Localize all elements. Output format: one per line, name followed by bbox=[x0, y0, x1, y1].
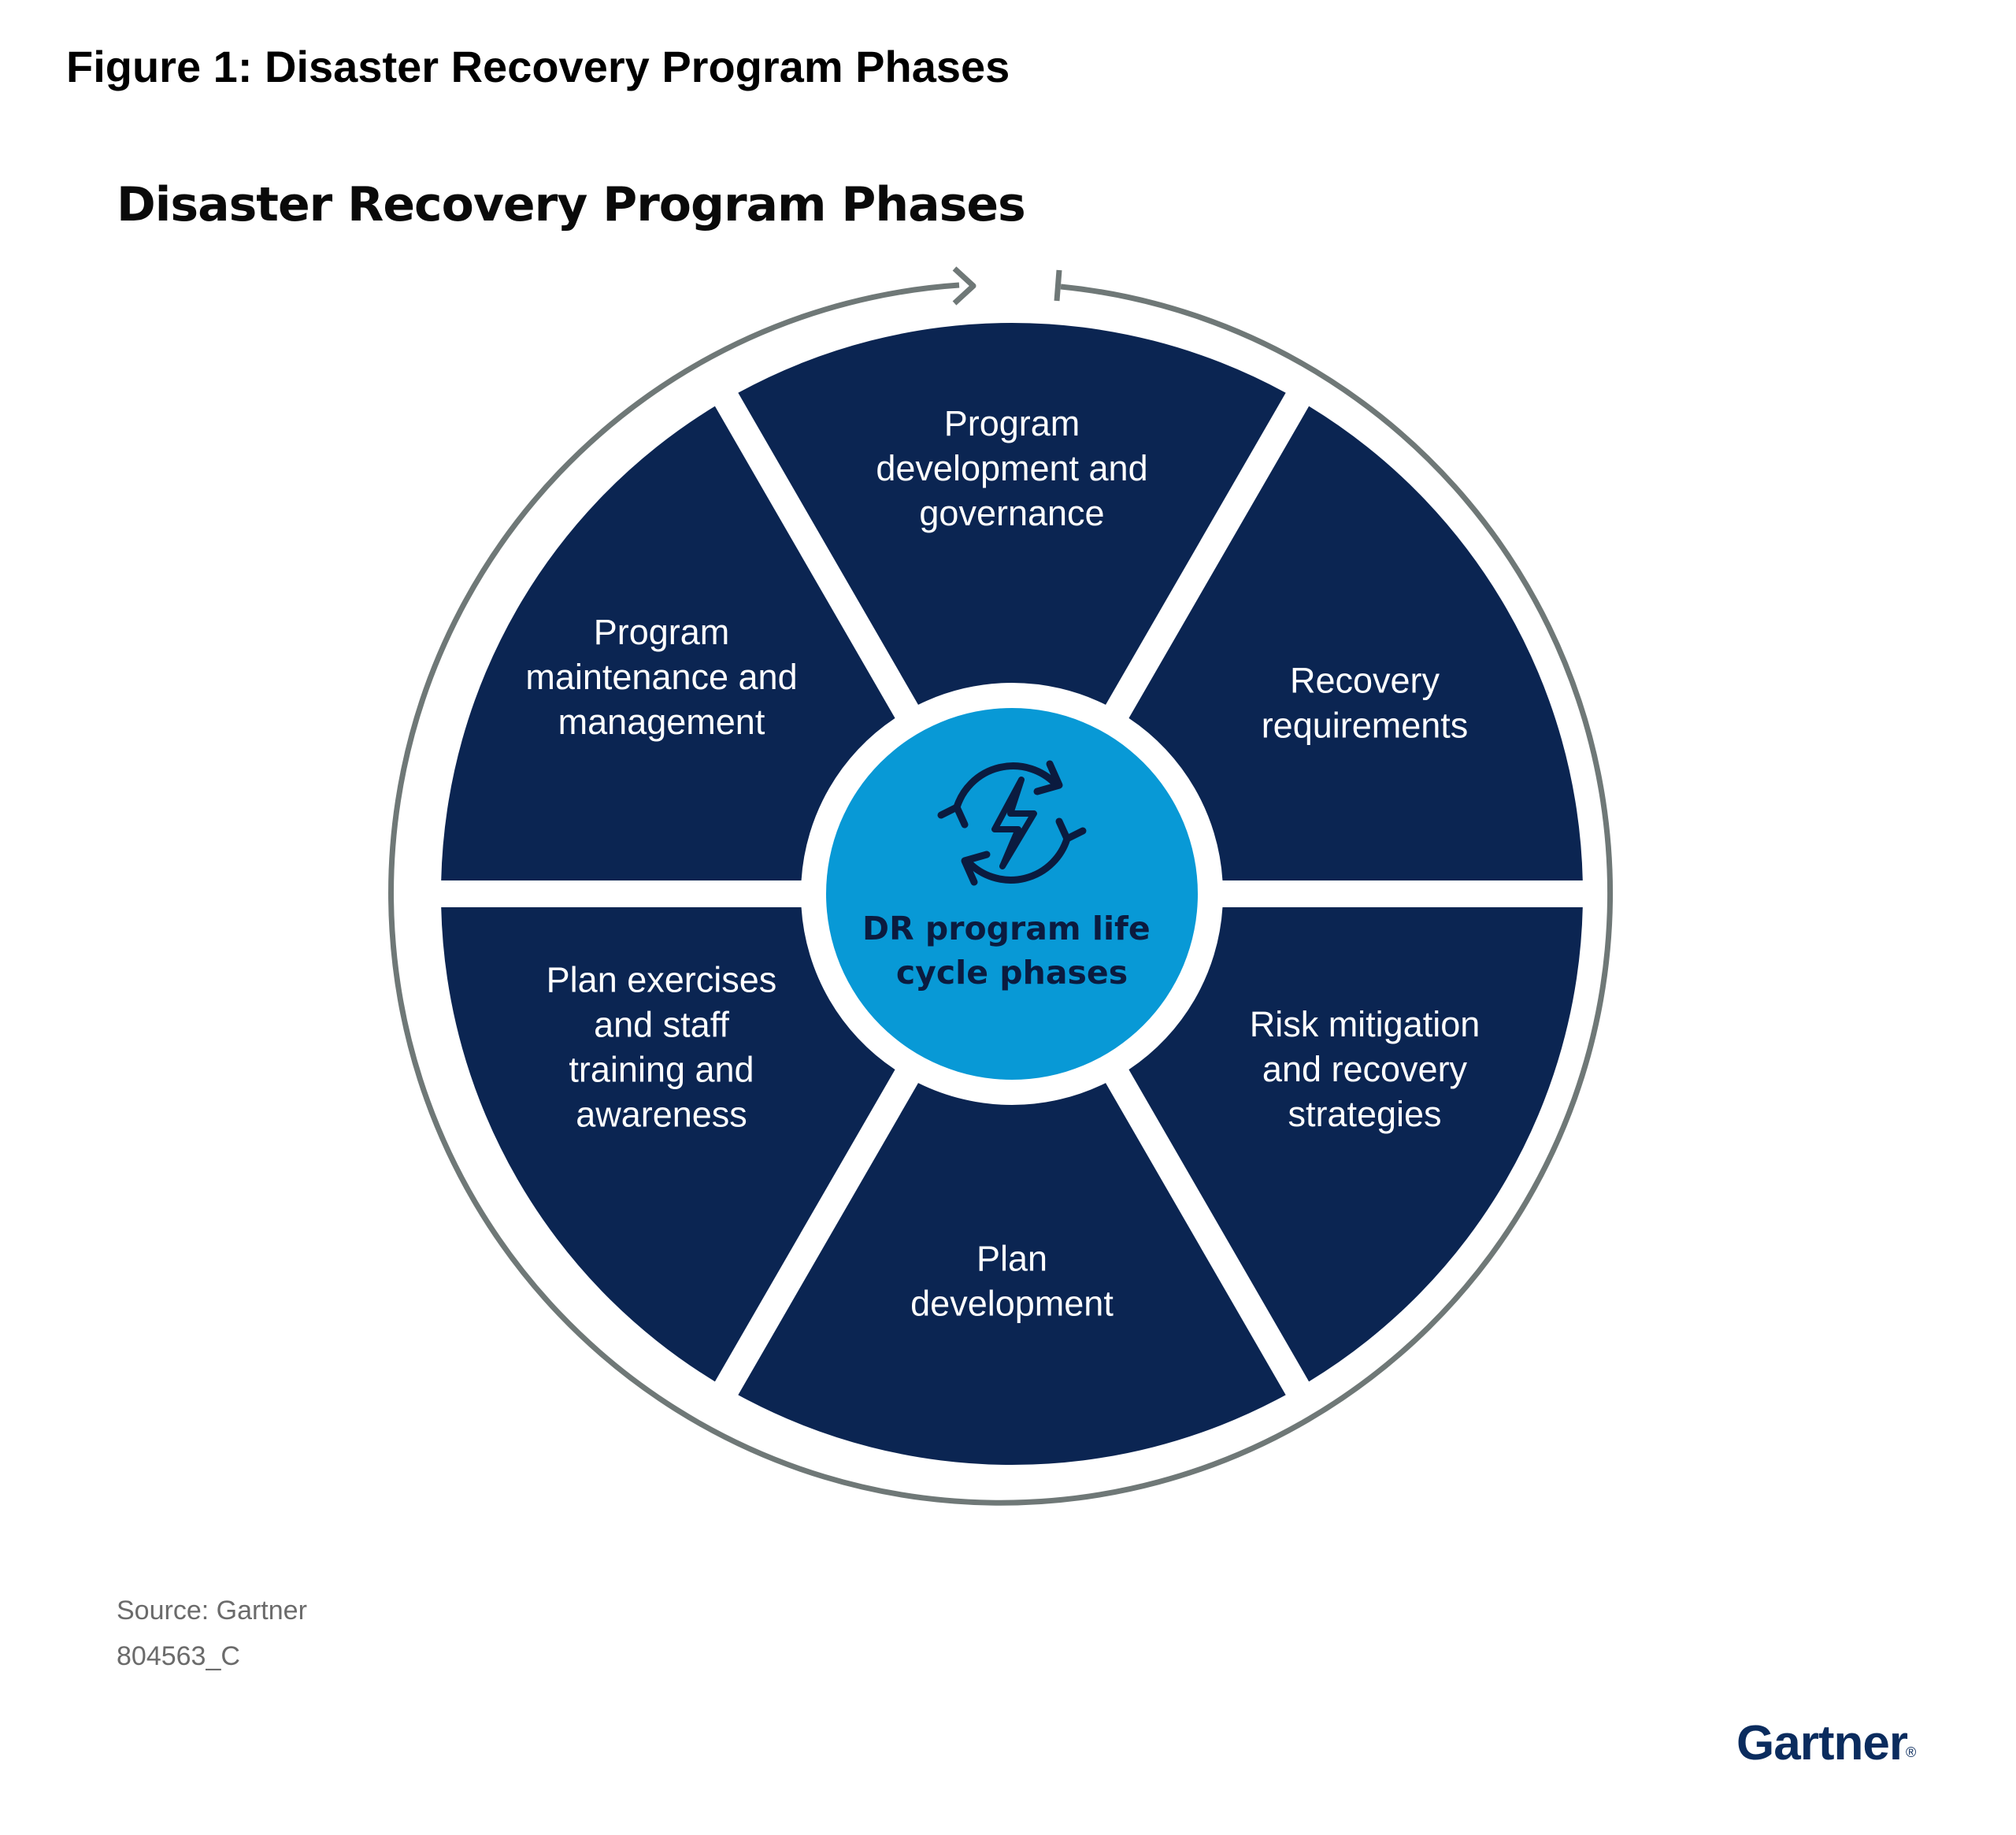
segment-label-bottom: Plan development bbox=[910, 1239, 1114, 1324]
segment-label-line: Plan exercises bbox=[547, 960, 777, 1000]
segment-bottom bbox=[738, 1083, 1286, 1465]
segment-label-line: development and bbox=[876, 448, 1147, 488]
phase-segments: Program development and governanceRecovery… bbox=[441, 323, 1583, 1465]
segment-lower-right bbox=[1128, 906, 1583, 1382]
segment-label-line: Risk mitigation bbox=[1250, 1004, 1480, 1044]
segment-label-line: training and bbox=[569, 1050, 754, 1090]
segment-label-line: governance bbox=[919, 493, 1104, 533]
figure-code: 804563_C bbox=[117, 1641, 240, 1671]
segment-label-line: strategies bbox=[1288, 1094, 1441, 1134]
segment-upper-right bbox=[1128, 406, 1583, 881]
ring-start-tick bbox=[1054, 269, 1062, 302]
segment-label-top: Program development and governance bbox=[876, 403, 1147, 533]
segment-label-upper-right: Recovery requirements bbox=[1262, 661, 1469, 746]
registered-mark: ® bbox=[1906, 1744, 1917, 1760]
segment-top bbox=[738, 323, 1286, 705]
figure-title: Figure 1: Disaster Recovery Program Phas… bbox=[66, 42, 1010, 91]
segment-label-line: maintenance and bbox=[525, 657, 797, 697]
segment-label-line: Program bbox=[944, 403, 1080, 443]
center-label-line: cycle phases bbox=[896, 954, 1128, 992]
segment-label-line: Recovery bbox=[1290, 661, 1440, 701]
cycle-ring bbox=[388, 282, 1614, 1506]
center-circle bbox=[826, 708, 1198, 1080]
segment-label-line: management bbox=[558, 702, 765, 742]
source-note: Source: Gartner bbox=[117, 1596, 307, 1626]
segment-label-line: Program bbox=[594, 612, 730, 652]
segment-label-lower-left: Plan exercises and staff training and aware… bbox=[547, 960, 777, 1135]
segment-label-lower-right: Risk mitigation and recovery strategies bbox=[1250, 1004, 1480, 1134]
segment-label-line: and staff bbox=[594, 1005, 729, 1045]
cycle-lightning-icon bbox=[937, 760, 1087, 886]
segment-label-line: Plan bbox=[976, 1239, 1047, 1279]
segment-label-upper-left: Program maintenance and management bbox=[525, 612, 797, 742]
segment-label-line: and recovery bbox=[1262, 1049, 1468, 1089]
segment-label-line: development bbox=[910, 1284, 1114, 1324]
segment-upper-left bbox=[441, 406, 895, 881]
segment-label-line: requirements bbox=[1262, 706, 1469, 746]
segment-lower-left bbox=[441, 906, 895, 1382]
segment-label-line: awareness bbox=[576, 1095, 747, 1135]
center-label-line: DR program life bbox=[862, 910, 1151, 947]
center-label: DR program life cycle phases bbox=[862, 910, 1162, 992]
gartner-logo: Gartner bbox=[1736, 1716, 1908, 1770]
diagram-title: Disaster Recovery Program Phases bbox=[117, 177, 1026, 232]
ring-arrow-icon bbox=[952, 266, 976, 306]
